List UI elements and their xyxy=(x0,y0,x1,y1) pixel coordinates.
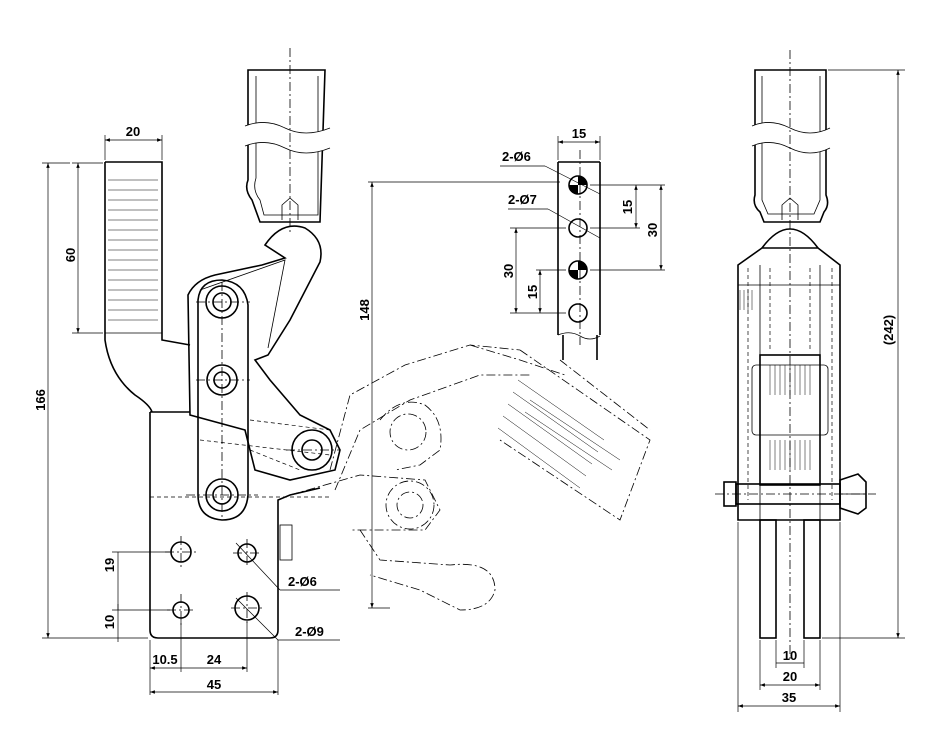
arm-detail: 15 2-Ø6 2-Ø7 15 30 30 15 xyxy=(500,126,665,360)
callout-holes-large: 2-Ø9 xyxy=(295,624,324,639)
dim-arm-spacing: 20 xyxy=(783,669,797,684)
dim-hole-horizontal: 24 xyxy=(207,652,222,667)
dim-base-width: 45 xyxy=(207,677,221,692)
callout-arm-holes-open: 2-Ø7 xyxy=(508,192,537,207)
base-plate xyxy=(149,411,330,639)
side-body xyxy=(737,228,841,521)
mounting-holes xyxy=(165,536,263,626)
handle xyxy=(244,48,331,235)
open-grip-hatch xyxy=(497,379,621,489)
arm-hole-1-filled xyxy=(568,175,588,195)
arm-hole-3-filled xyxy=(568,260,588,280)
dim-side-width: 35 xyxy=(782,690,796,705)
front-dimensions: 20 60 166 19 10 10.5 xyxy=(33,124,560,695)
open-position-phantom xyxy=(289,344,651,611)
dim-clamp-height: 148 xyxy=(357,299,372,321)
dim-grip-length: 60 xyxy=(63,248,78,262)
front-view: 20 60 166 19 10 10.5 xyxy=(33,48,651,695)
side-view: (242) 10 20 35 xyxy=(715,50,905,712)
dim-arm-span-bottom: 30 xyxy=(501,264,516,278)
dim-hole-left: 10.5 xyxy=(152,652,177,667)
dim-arm-width: 15 xyxy=(572,126,586,141)
dim-arm-pitch-top: 15 xyxy=(620,200,635,214)
side-handle xyxy=(751,50,831,660)
clamp-arm xyxy=(104,161,191,413)
arm-hole-4 xyxy=(568,303,588,323)
dim-arm-pitch-bottom: 15 xyxy=(525,285,540,299)
dim-handle-width: 20 xyxy=(126,124,140,139)
side-dimensions: (242) 10 20 35 xyxy=(737,69,905,712)
arm-hole-2 xyxy=(568,218,588,238)
dim-side-height: (242) xyxy=(881,315,896,345)
link-plate xyxy=(186,279,340,521)
side-legs xyxy=(759,519,821,639)
callout-holes-small: 2-Ø6 xyxy=(288,574,317,589)
dim-hole-vertical: 19 xyxy=(102,558,117,572)
callout-arm-holes-filled: 2-Ø6 xyxy=(502,149,531,164)
dim-hole-bottom: 10 xyxy=(102,615,117,629)
dim-slot-width: 10 xyxy=(783,648,797,663)
dim-overall-height: 166 xyxy=(33,389,48,411)
side-bolt xyxy=(715,473,876,515)
dim-arm-span-top: 30 xyxy=(645,223,660,237)
